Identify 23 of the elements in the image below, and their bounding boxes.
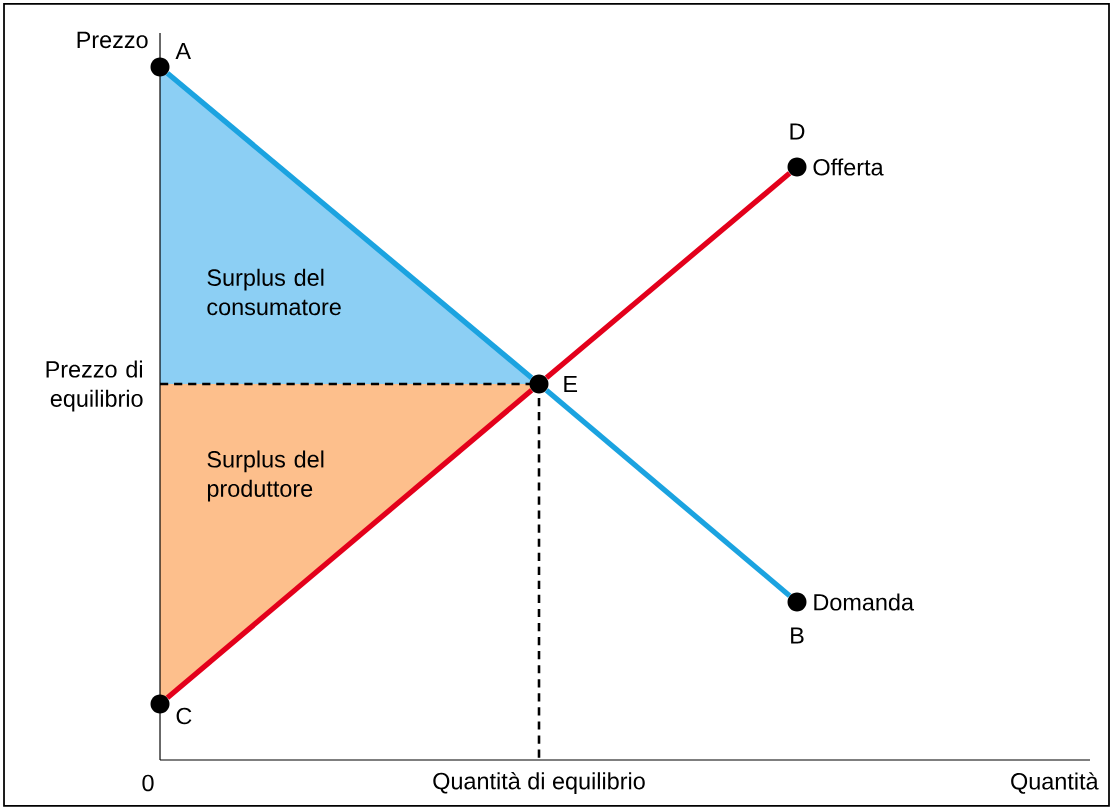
curve-label: Offerta	[813, 158, 884, 176]
surplus-area-label: Surplus del consumatore	[207, 268, 341, 316]
point-dot	[787, 592, 807, 612]
supply-line	[165, 388, 534, 700]
point-dot	[529, 374, 549, 394]
axis-label: Prezzo	[77, 31, 148, 49]
point-dot	[787, 157, 807, 177]
supply-line	[544, 171, 792, 380]
point-dot	[150, 694, 170, 714]
axis-label: Quantità di equilibrio	[433, 771, 645, 795]
point-letter: E	[564, 375, 578, 393]
axis-label: Prezzo di equilibrio	[46, 360, 143, 412]
demand-line	[544, 388, 792, 598]
curve-label: Domanda	[814, 593, 914, 611]
surplus-area-label: Surplus del produttore	[207, 450, 324, 502]
axis-label: Quantità	[1011, 772, 1099, 794]
point-dot	[150, 57, 170, 77]
axis-label: 0	[142, 774, 154, 792]
point-letter: D	[790, 123, 805, 140]
point-letter: B	[791, 627, 804, 644]
point-letter: C	[176, 707, 192, 725]
demand-line	[165, 71, 534, 380]
point-letter: A	[175, 42, 191, 60]
